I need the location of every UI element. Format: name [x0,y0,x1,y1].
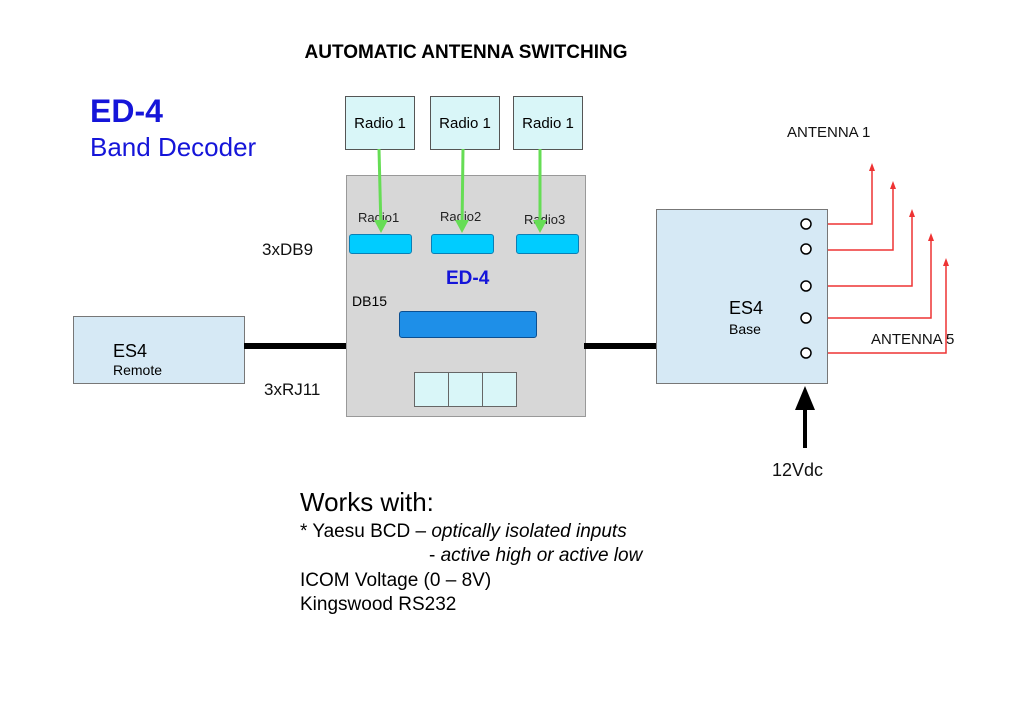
radio-box-1-label: Radio 1 [354,114,406,132]
rj11-port-3 [482,372,517,407]
port-label-radio3: Radio3 [524,212,566,227]
power-arrow-head [795,386,815,410]
rj11-port-1 [414,372,449,407]
works-with-line-2-italic: active high or active low [440,545,643,566]
antenna-line-5 [828,263,947,354]
radio1-arrow-head [374,220,388,233]
antenna-port-1 [800,218,812,230]
port-label-radio2: Radio2 [440,209,482,224]
radio1-arrow [377,148,383,231]
radio2-arrow [460,148,465,231]
works-with-line-1-prefix: * Yaesu BCD – [300,521,432,542]
works-with-line-3: ICOM Voltage (0 – 8V) [300,570,492,591]
antenna-line-4 [828,238,932,319]
product-name: ED-4 [90,93,163,129]
works-with-line-2: - active high or active low [429,545,642,567]
radio2-arrow-head [455,220,469,233]
antenna-arrow-4 [928,233,934,241]
es4-remote-name: ES4 [113,341,148,361]
antenna-arrow-2 [890,181,896,189]
port-label-radio1: Radio1 [358,210,400,225]
antenna-arrow-1 [869,163,875,171]
rj11-port-2 [448,372,483,407]
antenna-arrow-3 [909,209,915,217]
db9-count-label: 3xDB9 [262,240,314,259]
rj11-count-label: 3xRJ11 [264,380,321,399]
works-with-line-1: * Yaesu BCD – optically isolated inputs [300,521,627,543]
db9-port-1 [349,234,412,254]
antenna-port-2 [800,243,812,255]
antenna-5-label: ANTENNA 5 [871,331,955,348]
radio3-arrow-head [533,220,547,233]
db9-port-3 [516,234,579,254]
radio-box-1: Radio 1 [345,96,415,150]
works-with-heading: Works with: [300,487,434,517]
antenna-line-2 [828,186,894,251]
antenna-1-label: ANTENNA 1 [787,124,871,141]
db15-port [399,311,537,338]
es4-base-box [656,209,828,384]
antenna-port-4 [800,312,812,324]
radio-box-3: Radio 1 [513,96,583,150]
es4-remote-tag: Remote [113,362,163,378]
product-subtitle: Band Decoder [90,132,257,162]
db15-label: DB15 [352,293,388,309]
ed4-center-label: ED-4 [446,268,490,289]
radio-box-2: Radio 1 [430,96,500,150]
works-with-line-2-prefix: - [429,545,441,566]
works-with-line-4: Kingswood RS232 [300,594,457,615]
antenna-line-3 [828,214,913,287]
radio-box-2-label: Radio 1 [439,114,491,132]
es4-base-name: ES4 [729,298,764,318]
antenna-arrow-5 [943,258,949,266]
antenna-line-1 [828,168,873,225]
es4-remote-box [73,316,245,384]
antenna-port-5 [800,347,812,359]
diagram-title: AUTOMATIC ANTENNA SWITCHING [304,42,628,63]
radio-box-3-label: Radio 1 [522,114,574,132]
power-label: 12Vdc [772,460,824,480]
works-with-line-1-italic: optically isolated inputs [431,521,627,542]
db9-port-2 [431,234,494,254]
antenna-port-3 [800,280,812,292]
es4-base-tag: Base [729,321,761,337]
